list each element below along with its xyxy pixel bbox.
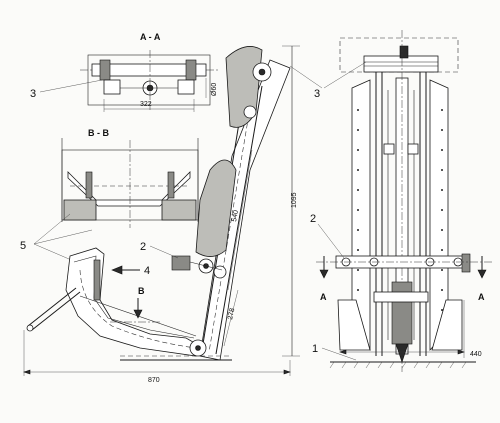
left-rivets	[357, 109, 359, 311]
dim-278-label: 278	[227, 307, 236, 320]
section-b-arrow-label: B	[138, 286, 145, 296]
right-side-panel	[429, 79, 449, 352]
dim-440-label: 440	[470, 351, 482, 358]
callout-5: 5	[20, 240, 26, 252]
pivot-roller-2	[213, 265, 227, 279]
right-rivets	[441, 109, 443, 311]
bb-left-block	[63, 199, 97, 221]
section-a-a-label: A - A	[140, 32, 161, 42]
handle-tube	[27, 287, 77, 327]
callout-1: 1	[312, 343, 318, 355]
dim-540-label: 540	[231, 210, 240, 223]
dim-870-label: 870	[148, 377, 160, 384]
bb-trough	[67, 171, 191, 207]
aa-crossbar	[91, 63, 207, 77]
aa-outline	[87, 54, 211, 106]
section-b-b-label: B - B	[88, 128, 109, 138]
section-a-right: A	[478, 292, 485, 302]
section-a-left: A	[320, 292, 327, 302]
aa-left-bracket	[99, 59, 111, 81]
piston-body	[391, 281, 413, 345]
top-motor	[399, 45, 409, 59]
front-view: A A 2 3 1	[310, 30, 492, 372]
callout-2-front: 2	[310, 213, 316, 225]
side-view: 1095 540 278 2	[23, 45, 323, 384]
back-cushion	[195, 159, 237, 257]
piston-tip	[395, 343, 409, 363]
callout-3-right: 3	[314, 88, 320, 100]
callout-3-left: 3	[30, 88, 36, 100]
dim-322-label: 322	[140, 101, 152, 108]
callout-4: 4	[144, 265, 150, 277]
bb-right-block	[161, 199, 197, 221]
section-a-a-view: A - A 322 Ø60 3	[30, 32, 220, 112]
dim-1095-label: 1095	[291, 192, 298, 208]
aa-right-bracket	[185, 59, 197, 81]
ground-hatch	[329, 361, 467, 369]
dim-60-label: Ø60	[211, 83, 218, 96]
callout-2-side: 2	[140, 241, 146, 253]
head-block	[363, 55, 439, 73]
callout-5-group: 5	[20, 213, 93, 263]
section-b-b-view: B - B	[61, 128, 199, 228]
